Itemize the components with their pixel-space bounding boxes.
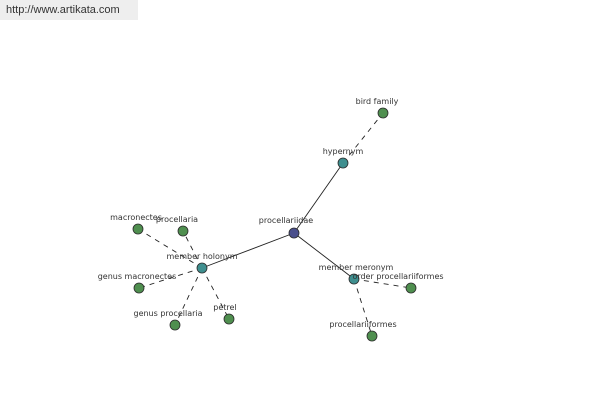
node-label-hypernym: hypernym [323,147,364,156]
node-bird-family[interactable] [377,107,389,119]
node-procellariidae[interactable] [288,227,300,239]
node-genus-procellaria[interactable] [169,319,181,331]
node-label-member-meronym: member meronym [319,263,394,272]
node-label-procellariiformes: procellariiformes [329,320,396,329]
node-label-member-holonym: member holonym [166,252,237,261]
node-label-macronectes: macronectes [110,213,162,222]
node-petrel[interactable] [223,313,235,325]
graph-nodes: procellariidae hypernym bird family member … [98,97,444,342]
edge-member-holonym-procellaria [182,230,203,269]
node-label-procellaria: procellaria [156,215,198,224]
edge-member-holonym-genus-macronectes [138,267,203,289]
node-order-procellariiformes[interactable] [405,282,417,294]
edge-hypernym-bird-family [342,112,384,164]
node-label-genus-procellaria: genus procellaria [133,309,202,318]
node-member-meronym[interactable] [348,273,360,285]
url-banner[interactable]: http://www.artikata.com [0,0,138,20]
node-macronectes[interactable] [132,223,144,235]
node-member-holonym[interactable] [196,262,208,274]
edge-procellariidae-member-meronym [293,232,355,280]
node-hypernym[interactable] [337,157,349,169]
edge-procellariidae-member-holonym [201,232,295,269]
node-label-bird-family: bird family [356,97,399,106]
node-label-petrel: petrel [213,303,236,312]
edge-member-holonym-genus-procellaria [174,267,203,326]
node-label-procellariidae: procellariidae [259,216,313,225]
node-label-order-procellariiformes: order procellariiformes [352,272,443,281]
graph-edges [137,112,412,337]
node-label-genus-macronectes: genus macronectes [98,272,177,281]
edge-member-holonym-macronectes [137,228,203,269]
node-procellaria[interactable] [177,225,189,237]
node-genus-macronectes[interactable] [133,282,145,294]
edge-procellariidae-hypernym [293,162,344,234]
node-procellariiformes[interactable] [366,330,378,342]
